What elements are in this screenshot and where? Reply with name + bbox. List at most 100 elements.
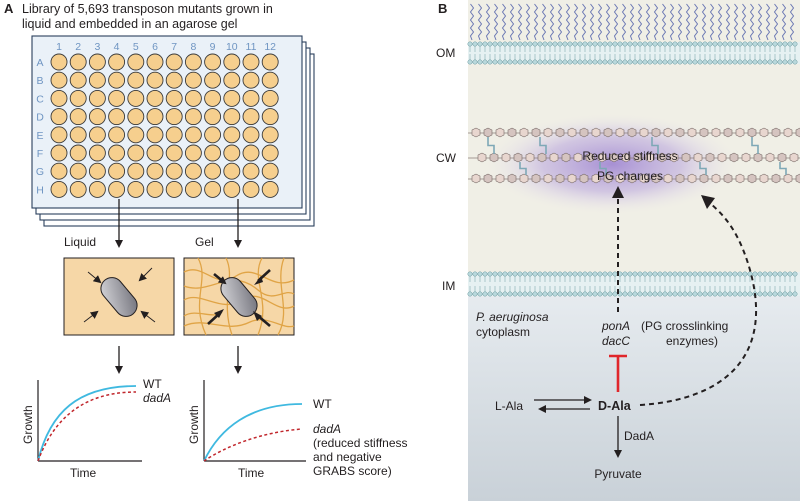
- gene-dacC: dacC: [602, 334, 630, 348]
- well-A11: [242, 53, 260, 71]
- well-G3: [88, 162, 106, 180]
- left-dada-curve: [37, 391, 137, 462]
- well-E2: [69, 126, 87, 144]
- growth-plot-liquid: WT dadA Time Growth: [21, 377, 171, 480]
- plate-row-H: H: [36, 184, 44, 196]
- well-C6: [146, 89, 164, 107]
- effect-line1: Reduced stiffness: [582, 149, 677, 163]
- well-A3: [88, 53, 106, 71]
- plate-wells: [50, 53, 279, 198]
- well-G8: [184, 162, 202, 180]
- well-G5: [127, 162, 145, 180]
- enzymes-line1: (PG crosslinking: [641, 319, 728, 333]
- well-F5: [127, 144, 145, 162]
- plate-column-2: 2: [75, 41, 81, 53]
- plate-row-E: E: [36, 130, 43, 142]
- panel-b-label: B: [438, 1, 447, 16]
- well-H12: [261, 180, 279, 198]
- well-E7: [165, 126, 183, 144]
- well-G10: [223, 162, 241, 180]
- well-D2: [69, 108, 87, 126]
- well-F12: [261, 144, 279, 162]
- well-E8: [184, 126, 202, 144]
- enzymes-line2: enzymes): [666, 334, 718, 348]
- well-B3: [88, 71, 106, 89]
- well-F11: [242, 144, 260, 162]
- well-B4: [108, 71, 126, 89]
- well-B2: [69, 71, 87, 89]
- left-dada-label: dadA: [143, 391, 171, 405]
- plate-row-C: C: [36, 93, 44, 105]
- pyruvate-label: Pyruvate: [594, 467, 642, 481]
- panel-b: B OM CW IM Reduced stiffness PG changes …: [436, 0, 800, 501]
- well-A7: [165, 53, 183, 71]
- well-C2: [69, 89, 87, 107]
- well-H10: [223, 180, 241, 198]
- well-H11: [242, 180, 260, 198]
- right-note-line2: and negative: [313, 450, 382, 464]
- well-G11: [242, 162, 260, 180]
- well-F9: [204, 144, 222, 162]
- gene-ponA: ponA: [601, 319, 630, 333]
- well-H4: [108, 180, 126, 198]
- plate-column-7: 7: [171, 41, 177, 53]
- well-C10: [223, 89, 241, 107]
- well-H7: [165, 180, 183, 198]
- well-B6: [146, 71, 164, 89]
- well-F2: [69, 144, 87, 162]
- well-G2: [69, 162, 87, 180]
- well-B10: [223, 71, 241, 89]
- well-F6: [146, 144, 164, 162]
- well-D6: [146, 108, 164, 126]
- cytoplasm-line1: P. aeruginosa: [476, 310, 549, 324]
- well-A2: [69, 53, 87, 71]
- right-wt-curve: [203, 403, 303, 462]
- growth-plot-gel: WT dadA (reduced stiffness and negative …: [187, 380, 408, 480]
- l-ala-label: L-Ala: [495, 399, 523, 413]
- panel-a-label: A: [4, 1, 14, 16]
- well-D3: [88, 108, 106, 126]
- well-D11: [242, 108, 260, 126]
- well-E10: [223, 126, 241, 144]
- well-E6: [146, 126, 164, 144]
- well-C9: [204, 89, 222, 107]
- panel-a-caption-line1: Library of 5,693 transposon mutants grow…: [22, 2, 273, 16]
- plate-row-F: F: [37, 148, 43, 160]
- well-A8: [184, 53, 202, 71]
- plate-column-8: 8: [190, 41, 196, 53]
- well-C8: [184, 89, 202, 107]
- liquid-label: Liquid: [64, 235, 96, 249]
- well-E11: [242, 126, 260, 144]
- well-D8: [184, 108, 202, 126]
- well-B7: [165, 71, 183, 89]
- well-D5: [127, 108, 145, 126]
- well-F3: [88, 144, 106, 162]
- well-F4: [108, 144, 126, 162]
- well-A1: [50, 53, 68, 71]
- right-dada-label: dadA: [313, 422, 341, 436]
- well-C3: [88, 89, 106, 107]
- dada-enzyme-label: DadA: [624, 429, 654, 443]
- right-wt-label: WT: [313, 397, 332, 411]
- well-H2: [69, 180, 87, 198]
- plate-column-4: 4: [114, 41, 120, 53]
- outer-membrane: [467, 41, 800, 65]
- plate-column-1: 1: [56, 41, 62, 53]
- well-H9: [204, 180, 222, 198]
- well-F7: [165, 144, 183, 162]
- well-H8: [184, 180, 202, 198]
- well-G12: [261, 162, 279, 180]
- well-C12: [261, 89, 279, 107]
- well-G4: [108, 162, 126, 180]
- well-A6: [146, 53, 164, 71]
- cell-wall-stiffness-glow: [486, 114, 738, 214]
- plate-column-9: 9: [210, 41, 216, 53]
- well-A10: [223, 53, 241, 71]
- well-B12: [261, 71, 279, 89]
- well-D12: [261, 108, 279, 126]
- well-H6: [146, 180, 164, 198]
- well-G1: [50, 162, 68, 180]
- plate-row-A: A: [36, 57, 43, 69]
